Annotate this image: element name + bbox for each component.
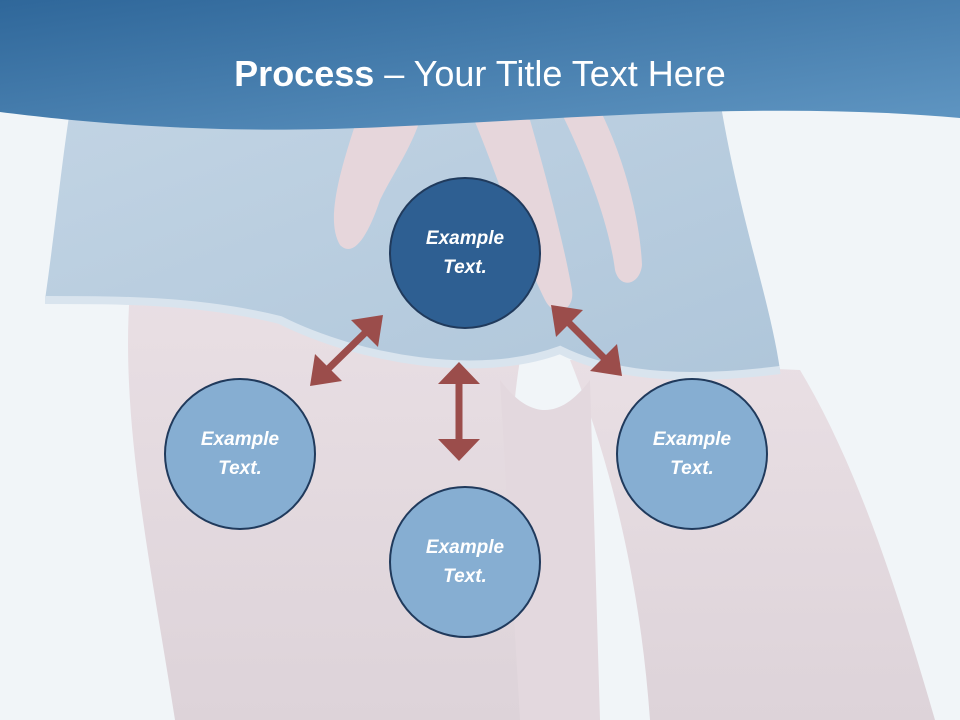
header-band <box>0 0 960 130</box>
arrow-vertical <box>438 362 480 461</box>
node-left-text: Example Text. <box>200 429 280 479</box>
node-right-text: Example Text. <box>652 429 732 479</box>
process-node-bottom: Example Text. <box>389 486 541 638</box>
title-bold: Process <box>234 53 375 94</box>
process-node-center: Example Text. <box>389 177 541 329</box>
arrow-upper-left <box>310 315 383 386</box>
slide-title: Process – Your Title Text Here <box>0 52 960 96</box>
title-rest: – Your Title Text Here <box>374 53 726 94</box>
node-center-text: Example Text. <box>425 228 505 278</box>
process-node-right: Example Text. <box>616 378 768 530</box>
process-node-left: Example Text. <box>164 378 316 530</box>
node-bottom-text: Example Text. <box>425 537 505 587</box>
arrow-upper-right <box>551 305 622 376</box>
